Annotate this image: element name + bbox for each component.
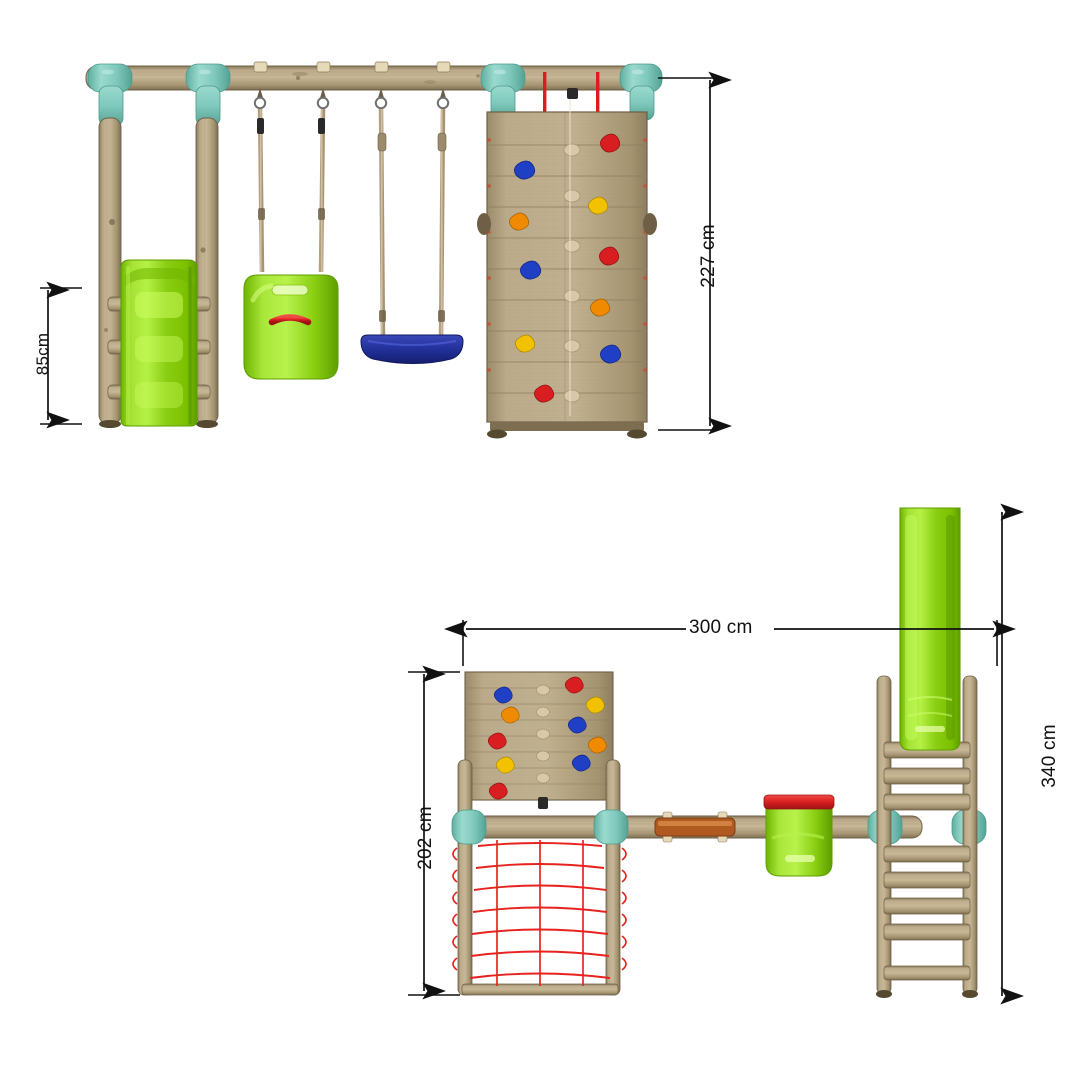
- dimension-85cm: [40, 281, 82, 429]
- climbing-hold: [493, 686, 513, 704]
- climbing-hold: [515, 334, 536, 353]
- climbing-hold: [534, 384, 555, 403]
- left-support-post-outer: [98, 117, 122, 428]
- climbing-wall-front: [477, 72, 657, 439]
- dimension-202cm: [408, 665, 460, 1000]
- climbing-hold: [514, 160, 536, 180]
- dimension-300cm: [443, 620, 1017, 666]
- climbing-wall-side: [457, 671, 621, 996]
- dimension-label-300cm: 300 cm: [689, 617, 753, 638]
- climbing-hold: [564, 676, 584, 694]
- belt-swing-seat: [360, 334, 464, 364]
- climbing-hold: [600, 133, 621, 153]
- post-connector-teal-2: [185, 63, 231, 127]
- climbing-hold: [500, 706, 520, 724]
- dimension-label-340cm: 340 cm: [1038, 724, 1060, 788]
- post-connector-teal-1: [87, 63, 133, 127]
- slide-tower: [876, 507, 978, 998]
- climbing-hold: [600, 344, 622, 364]
- swing-hanger-bracket-2: [316, 61, 331, 110]
- swing-hanger-bracket-3: [374, 61, 389, 110]
- belt-swing-ropes: [377, 108, 447, 341]
- baby-seat-ropes: [257, 108, 326, 273]
- climbing-hold: [585, 696, 605, 714]
- top-beam: [85, 65, 659, 91]
- climbing-hold: [487, 732, 507, 750]
- post-connector-side-right: [593, 809, 629, 845]
- belt-swing-seat-side: [654, 817, 736, 837]
- swing-hanger-bracket-1: [253, 61, 268, 110]
- dimension-227cm: [658, 71, 733, 435]
- climbing-hold: [495, 756, 515, 774]
- dimension-label-227cm: 227 cm: [697, 224, 719, 288]
- climbing-net: [452, 840, 627, 986]
- baby-swing-seat-side: [763, 794, 835, 877]
- climbing-hold: [590, 298, 611, 317]
- wave-slide: [120, 259, 198, 427]
- dimension-label-85cm: 85cm: [33, 332, 53, 376]
- climbing-hold: [571, 754, 591, 772]
- left-support-post-inner: [195, 117, 219, 428]
- climbing-hold: [567, 716, 587, 734]
- dimension-label-202cm: 202 cm: [414, 806, 436, 870]
- front-elevation-view: [40, 61, 733, 439]
- climbing-hold: [587, 736, 607, 754]
- knotted-climbing-rope-side: [536, 672, 550, 809]
- climbing-hold: [599, 246, 620, 266]
- post-connector-side-left: [451, 809, 487, 845]
- side-elevation-view: [408, 503, 1025, 1005]
- knotted-climbing-rope: [563, 88, 581, 416]
- climbing-hold: [588, 196, 609, 215]
- climbing-hold: [520, 260, 542, 280]
- climbing-hold: [509, 212, 530, 231]
- baby-swing-seat: [243, 274, 339, 380]
- climbing-hold: [488, 782, 508, 800]
- swing-hanger-bracket-4: [436, 61, 451, 110]
